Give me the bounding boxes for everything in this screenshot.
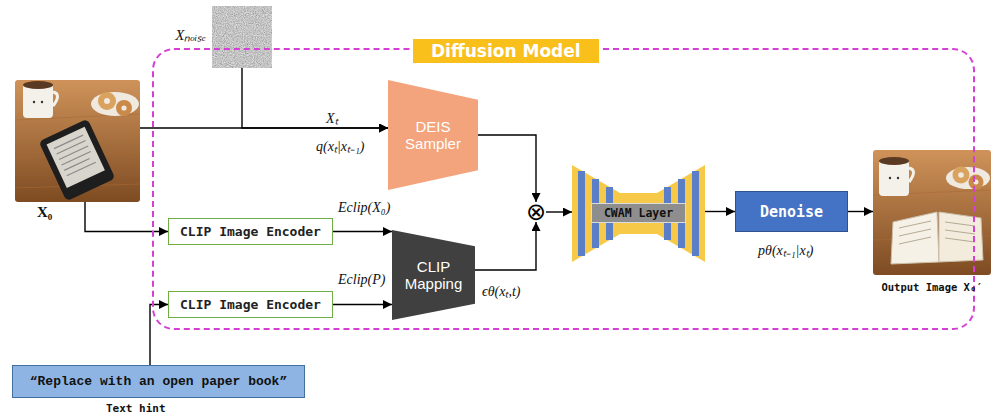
illustration-part (91, 92, 139, 116)
illustration-part (891, 212, 939, 264)
illustration-part (104, 98, 110, 104)
illustration-part (889, 177, 891, 179)
output-image: Output Image X₀′ (873, 150, 991, 275)
block-label: CLIP Mapping (402, 258, 466, 293)
block-label: CLIP Image Encoder (180, 297, 321, 312)
block-label: CWAM Layer (591, 203, 686, 223)
connector (848, 211, 873, 212)
operator-symbol: ⊗ (526, 202, 546, 222)
connector (546, 211, 572, 212)
illustration-part (212, 6, 272, 68)
illustration-part (969, 175, 984, 190)
connector (478, 135, 536, 202)
diffusion-region: Diffusion ModelDEIS SamplerCLIP Image En… (152, 48, 975, 330)
image-caption: X₀ (37, 204, 52, 221)
connector (705, 211, 735, 212)
sampler-block: DEIS Sampler (388, 80, 478, 190)
illustration-part (879, 160, 909, 196)
connector (475, 222, 536, 270)
connector (242, 68, 388, 128)
prompt-caption: Text hint (106, 402, 166, 415)
illustration-part (897, 177, 899, 179)
noise-image: Xₙₒᵢₛₑ (212, 6, 272, 68)
illustration-part (121, 105, 126, 110)
text-hint-box: “Replace with an open paper book”Text hi… (12, 365, 305, 398)
illustration-part (54, 135, 96, 176)
illustration-part (98, 92, 116, 110)
prompt-text: “Replace with an open paper book” (30, 374, 287, 389)
connector (85, 202, 168, 232)
image-caption: Output Image X₀′ (873, 281, 991, 293)
illustration-part (946, 167, 990, 189)
encoder-box: CLIP Image Encoder (168, 291, 333, 318)
illustration-part (39, 119, 116, 202)
layer-bar (578, 171, 585, 256)
embedding-label: Eclip(P) (338, 272, 385, 288)
connector (333, 304, 392, 305)
multiply-symbol: ⊗ (526, 202, 546, 222)
illustration-part (23, 84, 53, 118)
illustration-part (953, 167, 970, 184)
illustration-part (899, 221, 975, 244)
illustration-part (15, 80, 140, 202)
illustration-part (41, 101, 43, 103)
trapezoid-fill (392, 230, 475, 320)
unet-body (572, 165, 705, 262)
input-image: X₀ (15, 80, 140, 202)
illustration-part (939, 212, 983, 262)
input-photo (15, 80, 140, 202)
embedding-label: Eclip(X₀) (338, 200, 390, 216)
trapezoid-fill (388, 80, 478, 190)
layer-bar (692, 171, 699, 256)
illustration-part (879, 157, 909, 165)
encoder-box: CLIP Image Encoder (168, 218, 333, 245)
region-title: Diffusion Model (413, 39, 599, 63)
denoise-box: Denoise (735, 191, 848, 232)
illustration-part (47, 127, 105, 188)
noise-prediction-label: ϵθ(xₜ,t) (482, 281, 520, 300)
illustration-part (116, 100, 132, 116)
illustration-part (909, 168, 914, 182)
block-label: DEIS Sampler (401, 118, 465, 153)
illustration-part (33, 101, 35, 103)
reverse-process-label: pθ(xₜ₋₁|xₜ) (758, 240, 813, 259)
unet-block: CWAM Layer (572, 165, 705, 262)
forward-process-label: q(xₜ|xₜ₋₁) (316, 136, 364, 155)
illustration-part (39, 119, 116, 202)
mapping-block: CLIP Mapping (392, 230, 475, 320)
illustration-part (958, 172, 964, 178)
illustration-part (23, 81, 53, 89)
block-label: CLIP Image Encoder (180, 224, 321, 239)
block-label: Denoise (760, 203, 823, 221)
connector (333, 231, 392, 232)
illustration-part (53, 92, 58, 106)
noise-picture (212, 6, 272, 68)
image-caption: Xₙₒᵢₛₑ (175, 24, 206, 44)
state-label: Xₜ (326, 108, 338, 127)
